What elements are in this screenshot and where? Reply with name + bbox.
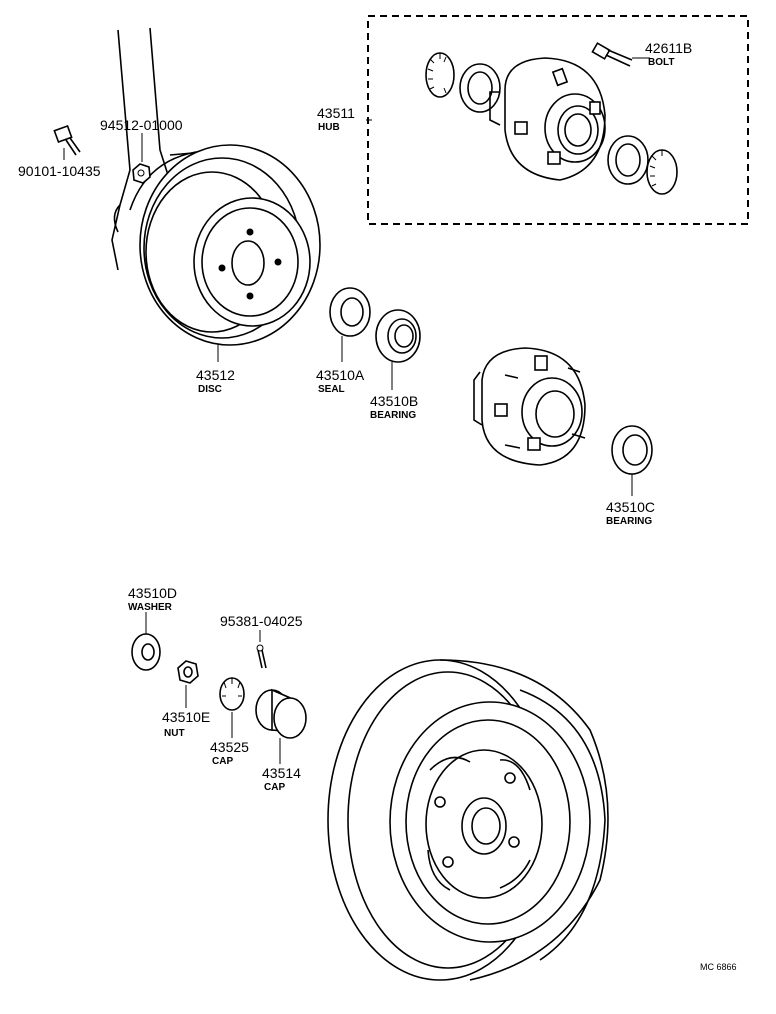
label-43525-name: CAP [212, 756, 233, 767]
diagram-reference-code: MC 6866 [700, 962, 737, 972]
label-43511-number: 43511 [317, 105, 355, 121]
rear-hub [473, 347, 586, 466]
part-labels: 43511 HUB 42611B BOLT 94512-01000 90101-… [18, 40, 737, 972]
label-43512-name: DISC [198, 384, 222, 395]
bolt-90101 [53, 124, 81, 156]
label-43510c-number: 43510C [606, 499, 655, 515]
seal-43510a [329, 287, 371, 337]
label-43510d-number: 43510D [128, 585, 177, 601]
label-43510b-name: BEARING [370, 410, 416, 421]
nut-43510e [177, 660, 199, 684]
label-43510b-number: 43510B [370, 393, 418, 409]
cap-43514 [255, 688, 307, 739]
bearing-43510c [611, 425, 653, 475]
label-90101-number: 90101-10435 [18, 163, 101, 179]
road-wheel [327, 659, 609, 981]
label-43514-name: CAP [264, 782, 285, 793]
washer-43510d [131, 633, 161, 671]
label-95381-number: 95381-04025 [220, 613, 303, 629]
cotter-pin [256, 644, 267, 669]
nut-94512 [132, 163, 151, 184]
label-43510a-number: 43510A [316, 367, 365, 383]
label-43510c-name: BEARING [606, 516, 652, 527]
label-43512-number: 43512 [196, 367, 235, 383]
bearing-43510b [375, 309, 421, 363]
label-43510d-name: WASHER [128, 602, 173, 613]
label-42611b-name: BOLT [648, 57, 674, 68]
label-94512-number: 94512-01000 [100, 117, 183, 133]
label-43525-number: 43525 [210, 739, 249, 755]
label-43510e-number: 43510E [162, 709, 210, 725]
label-43511-name: HUB [318, 122, 340, 133]
disc-rotor [129, 144, 321, 346]
label-42611b-number: 42611B [645, 40, 692, 56]
label-43514-number: 43514 [262, 765, 301, 781]
cap-43525 [219, 677, 245, 711]
label-43510a-name: SEAL [318, 384, 345, 395]
label-43510e-name: NUT [164, 728, 185, 739]
steering-knuckle [111, 27, 169, 271]
leader-lines [63, 57, 650, 764]
